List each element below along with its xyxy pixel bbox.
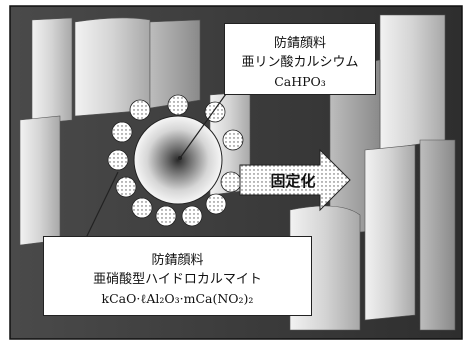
pigment-bottom-name: 亜硝酸型ハイドロカルマイト: [93, 272, 262, 287]
pigment-top-label: 防錆顔料 亜リン酸カルシウム CaHPO₃: [224, 23, 376, 95]
pigment-bottom-formula: kCaO·ℓAl₂O₃·mCa(NO₂)₂: [101, 291, 254, 306]
leader-line-bottom: [85, 171, 119, 239]
pigment-top-title: 防錆顔料: [273, 36, 326, 51]
pigment-bottom-label: 防錆顔料 亜硝酸型ハイドロカルマイト kCaO·ℓAl₂O₃·mCa(NO₂)₂: [43, 236, 312, 316]
arrow: [239, 148, 351, 212]
pigment-top-name: 亜リン酸カルシウム: [241, 55, 359, 70]
pigment-top-formula: CaHPO₃: [274, 74, 326, 89]
pigment-particle: [107, 94, 244, 227]
pigment-bottom-title: 防錆顔料: [151, 253, 204, 268]
arrow-label: 固定化: [270, 172, 316, 190]
